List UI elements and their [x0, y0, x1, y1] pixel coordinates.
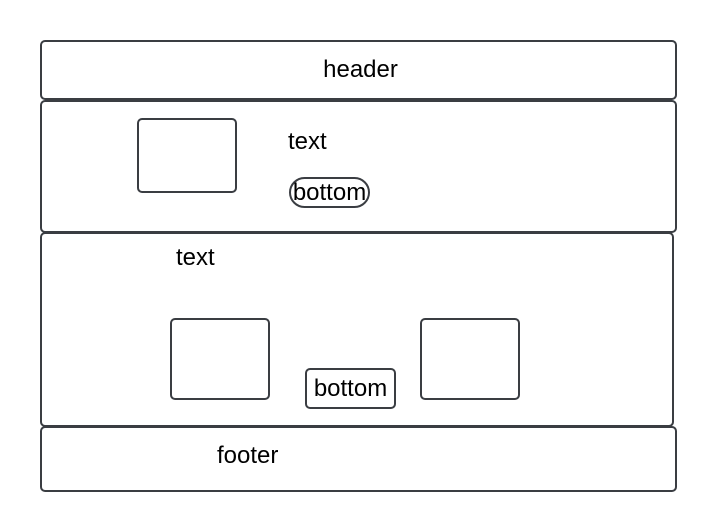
footer-label: footer	[217, 442, 279, 469]
section-2-right-image-placeholder	[420, 318, 520, 400]
section-1-image-placeholder	[137, 118, 237, 193]
header-label: header	[323, 55, 398, 83]
section-2-left-image-placeholder	[170, 318, 270, 400]
footer-box	[40, 426, 677, 492]
header-box: header	[40, 40, 677, 100]
section-1-text: text	[288, 128, 327, 155]
section-2-bottom-button[interactable]: bottom	[305, 368, 396, 409]
section-1-bottom-button[interactable]: bottom	[289, 177, 370, 208]
section-2-text: text	[176, 244, 215, 271]
section-1-box	[40, 100, 677, 233]
